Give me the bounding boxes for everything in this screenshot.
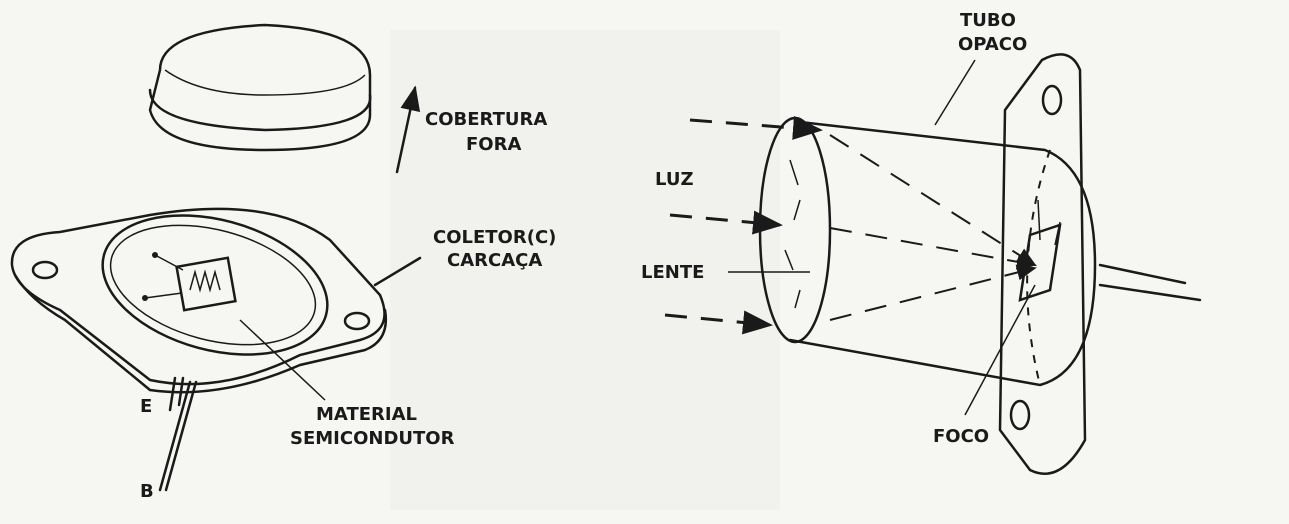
mount-hole-icon [31,260,59,280]
label-cover-2: FORA [466,134,521,155]
label-material-1: MATERIAL [316,404,417,425]
label-collector-1: COLETOR(C) [433,227,556,248]
label-tube-1: TUBO [960,10,1016,31]
mount-hole-icon [343,311,371,331]
label-emitter: E [140,396,152,417]
light-ray [664,310,773,335]
label-focus: FOCO [933,426,989,447]
transistor-body [10,207,422,492]
label-material-2: SEMICONDUTOR [290,428,455,449]
focus-leader [964,284,1036,416]
emitter-pin [168,376,177,412]
base-pin [158,380,192,492]
lead-pin [1098,283,1202,302]
label-base: B [140,481,154,502]
label-lens: LENTE [641,262,704,283]
lead-pin [1098,263,1187,285]
cover-off-arrow [395,85,421,174]
mounting-flange [998,53,1087,475]
collector-leader [373,256,422,287]
label-tube-2: OPACO [958,34,1027,55]
tube-leader [934,59,976,126]
transistor-cap [148,23,372,152]
semiconductor-chip [175,256,237,312]
light-ray [689,115,823,140]
bleed-through-area [390,30,780,510]
label-cover-1: COBERTURA [425,109,547,130]
label-light: LUZ [655,169,694,190]
label-collector-2: CARCAÇA [447,250,542,271]
light-ray [669,210,783,235]
lens-tube-assembly [664,53,1202,475]
